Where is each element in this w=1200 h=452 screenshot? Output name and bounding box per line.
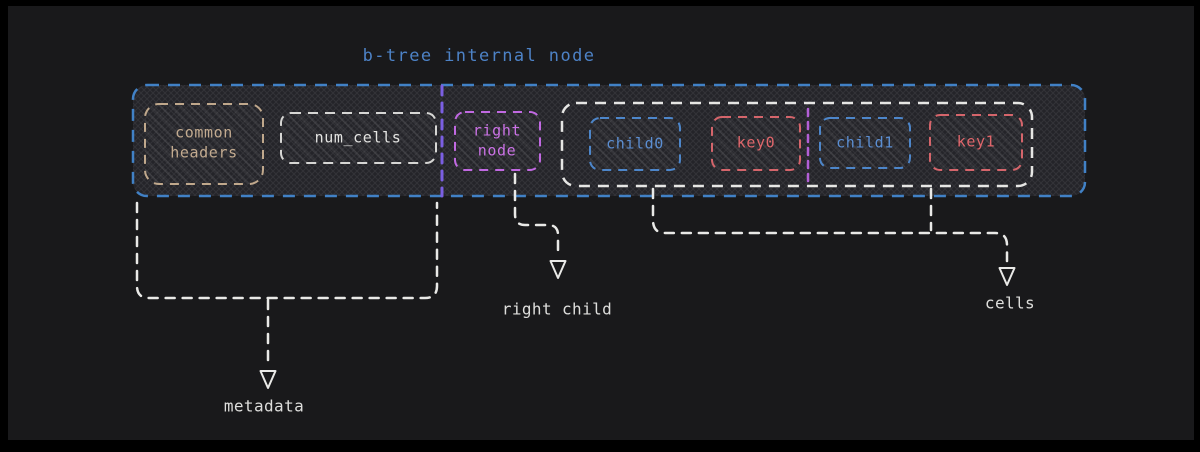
child0-box-fill [590,118,680,170]
child1-box-border [819,117,911,169]
num-cells-box-fill [281,113,436,163]
cells-group-box-border [560,101,1034,188]
key1-box-border [929,114,1023,171]
diagram-canvas [8,6,1194,440]
key1-label: key1 [956,132,996,151]
cells-arrowhead-icon [998,267,1016,286]
right-child-arrowhead-icon [549,260,567,279]
key0-box-fill [712,117,800,170]
right-node-label: right node [472,121,522,160]
internal-node-container-border [131,83,1087,198]
cells-annotation: cells [984,293,1036,313]
common-headers-box-border [144,103,264,185]
right-child-connector [513,172,560,258]
num-cells-label: num_cells [314,128,402,147]
right-node-box-fill [455,112,540,170]
key1-box-fill [930,115,1022,170]
child1-box-fill [820,118,910,168]
child0-label: child0 [606,134,664,153]
common-headers-label: common headers [170,123,238,162]
cells-connector [651,187,1009,263]
child1-label: child1 [836,133,894,152]
key0-box-border [711,116,801,171]
right-child-annotation: right child [501,299,613,319]
metadata-arrowhead-icon [259,370,277,389]
right-node-box-border [454,111,541,171]
metadata-annotation: metadata [223,396,305,416]
metadata-bracket [135,201,439,300]
num-cells-box-border [280,112,437,164]
key0-label: key0 [736,133,776,152]
child0-box-border [589,117,681,171]
common-headers-box-fill [145,104,263,184]
diagram-title: b-tree internal node [362,45,596,66]
